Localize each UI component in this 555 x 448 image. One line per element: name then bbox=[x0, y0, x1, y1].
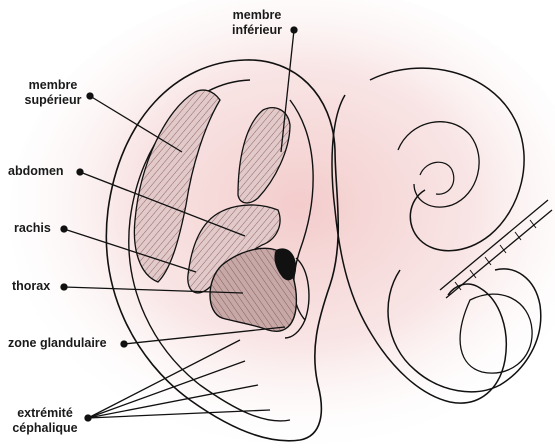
label-membre-inferieur: membre inférieur bbox=[222, 8, 292, 38]
label-thorax: thorax bbox=[12, 279, 50, 294]
label-extremite-cephalique-line1: extrémité bbox=[10, 406, 80, 421]
label-extremite-cephalique-line2: céphalique bbox=[10, 421, 80, 436]
label-zone-glandulaire: zone glandulaire bbox=[8, 336, 107, 351]
label-membre-inferieur-line2: inférieur bbox=[222, 23, 292, 38]
label-membre-superieur-line2: supérieur bbox=[14, 93, 92, 108]
label-rachis: rachis bbox=[14, 221, 51, 236]
label-membre-superieur-line1: membre bbox=[14, 78, 92, 93]
label-abdomen: abdomen bbox=[8, 164, 64, 179]
label-membre-superieur: membre supérieur bbox=[14, 78, 92, 108]
label-extremite-cephalique: extrémité céphalique bbox=[10, 406, 80, 436]
label-membre-inferieur-line1: membre bbox=[222, 8, 292, 23]
